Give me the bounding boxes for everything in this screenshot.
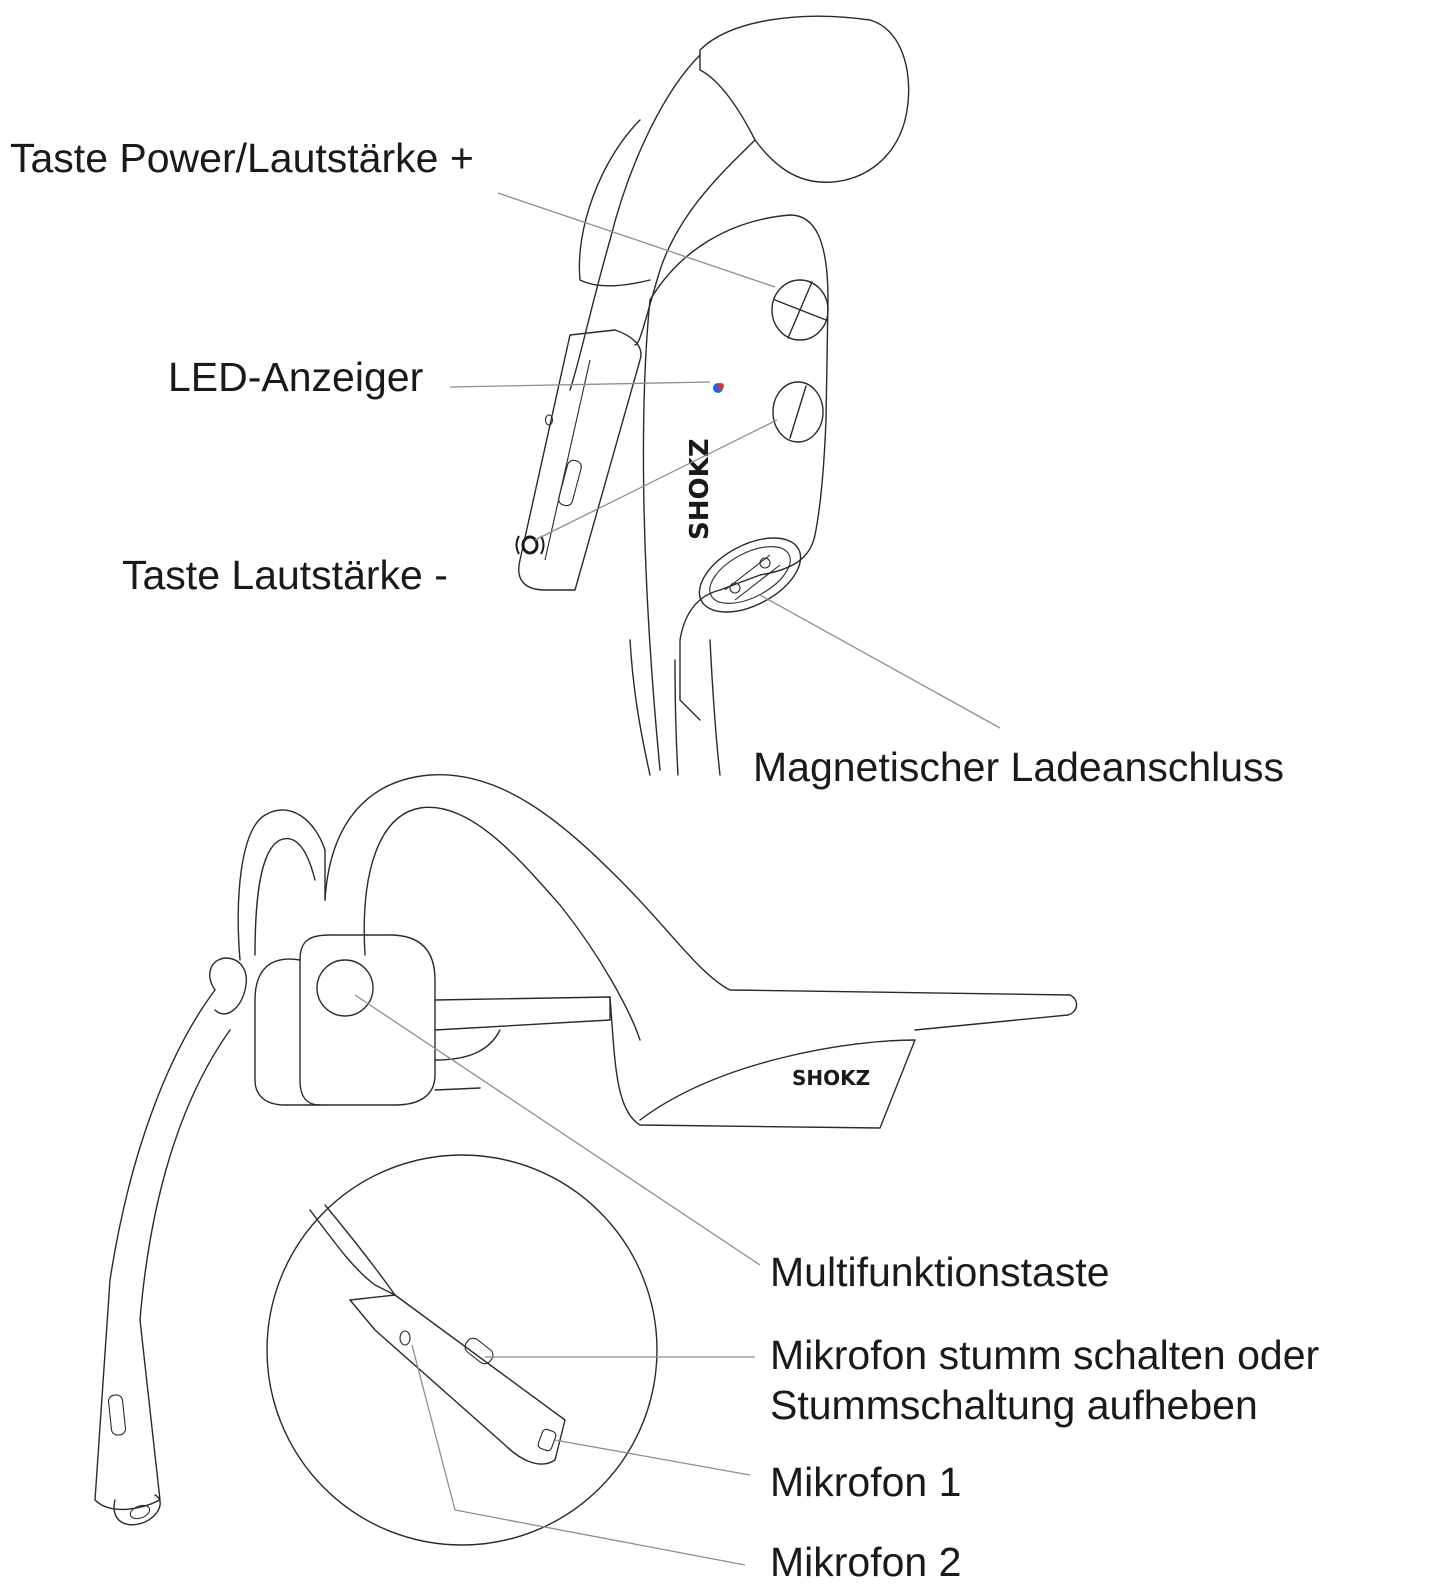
mute-switch-icon: [557, 459, 582, 507]
led-indicator-dot-red: [718, 383, 724, 389]
left-transducer: [300, 935, 435, 1105]
zoom-boom-top: [310, 1210, 565, 1464]
zoom-mic1-port-icon: [537, 1428, 557, 1452]
zoom-boom-edge: [350, 1295, 395, 1300]
callout-power: [498, 193, 775, 287]
neck-band-top: [325, 775, 1077, 1030]
callout-volume-down: [535, 420, 777, 540]
label-mic-mute-line2: Stummschaltung aufheben: [770, 1383, 1258, 1428]
brand-logo-bottom: SHOKZ: [792, 1066, 870, 1090]
zoom-boom-upper: [325, 1205, 395, 1295]
band-right-edge: [710, 640, 720, 775]
zoom-circle: [267, 1155, 657, 1545]
label-mic-mute-line1: Mikrofon stumm schalten oder: [770, 1333, 1319, 1378]
volume-up-button-icon: [772, 280, 828, 340]
mic-port-icon: [517, 536, 544, 554]
label-multifunction-button: Multifunktionstaste: [770, 1250, 1110, 1295]
label-led-indicator: LED-Anzeiger: [168, 355, 423, 400]
transducer-body: [650, 215, 828, 720]
callout-mic2: [412, 1345, 745, 1565]
band-inner-edge: [675, 660, 678, 775]
transducer-body-front: [643, 300, 660, 770]
callout-mic1: [555, 1440, 750, 1475]
callout-multifunction: [355, 995, 760, 1265]
zoom-mic2-hole-icon: [400, 1331, 410, 1345]
volume-down-button-icon: [773, 382, 823, 442]
label-magnetic-charging-port: Magnetischer Ladeanschluss: [753, 745, 1284, 790]
label-microphone-1: Mikrofon 1: [770, 1460, 961, 1505]
ear-hook-arch: [570, 55, 700, 390]
boom-arm: [519, 330, 641, 590]
neck-band-inner: [364, 807, 640, 1040]
right-transducer: [610, 997, 915, 1128]
band-left-edge: [630, 640, 650, 775]
label-microphone-2: Mikrofon 2: [770, 1540, 961, 1585]
label-power-volume-up: Taste Power/Lautstärke +: [10, 136, 474, 181]
band-connector-top: [435, 997, 610, 1030]
boom-mute-switch-icon: [108, 1394, 126, 1435]
ear-hook-arch-inner: [635, 140, 755, 345]
boom-arm-edge: [545, 360, 590, 560]
multifunction-button-icon: [317, 960, 373, 1016]
boom-joint: [210, 958, 247, 1014]
boom-microphone: [95, 990, 230, 1509]
band-connector-low: [435, 1088, 480, 1090]
mic-zoom-inset: [267, 1155, 657, 1545]
callout-led: [450, 382, 710, 387]
label-volume-down: Taste Lautstärke -: [122, 553, 448, 598]
left-transducer-back: [255, 959, 320, 1105]
ear-hook-pad: [700, 16, 909, 182]
zoom-mute-switch-icon: [462, 1335, 495, 1366]
headset-top-view: SHOKZ: [517, 16, 909, 775]
ear-hook-fold: [579, 120, 650, 286]
callout-charging: [760, 595, 1000, 728]
left-ear-hook-inner: [255, 839, 315, 955]
